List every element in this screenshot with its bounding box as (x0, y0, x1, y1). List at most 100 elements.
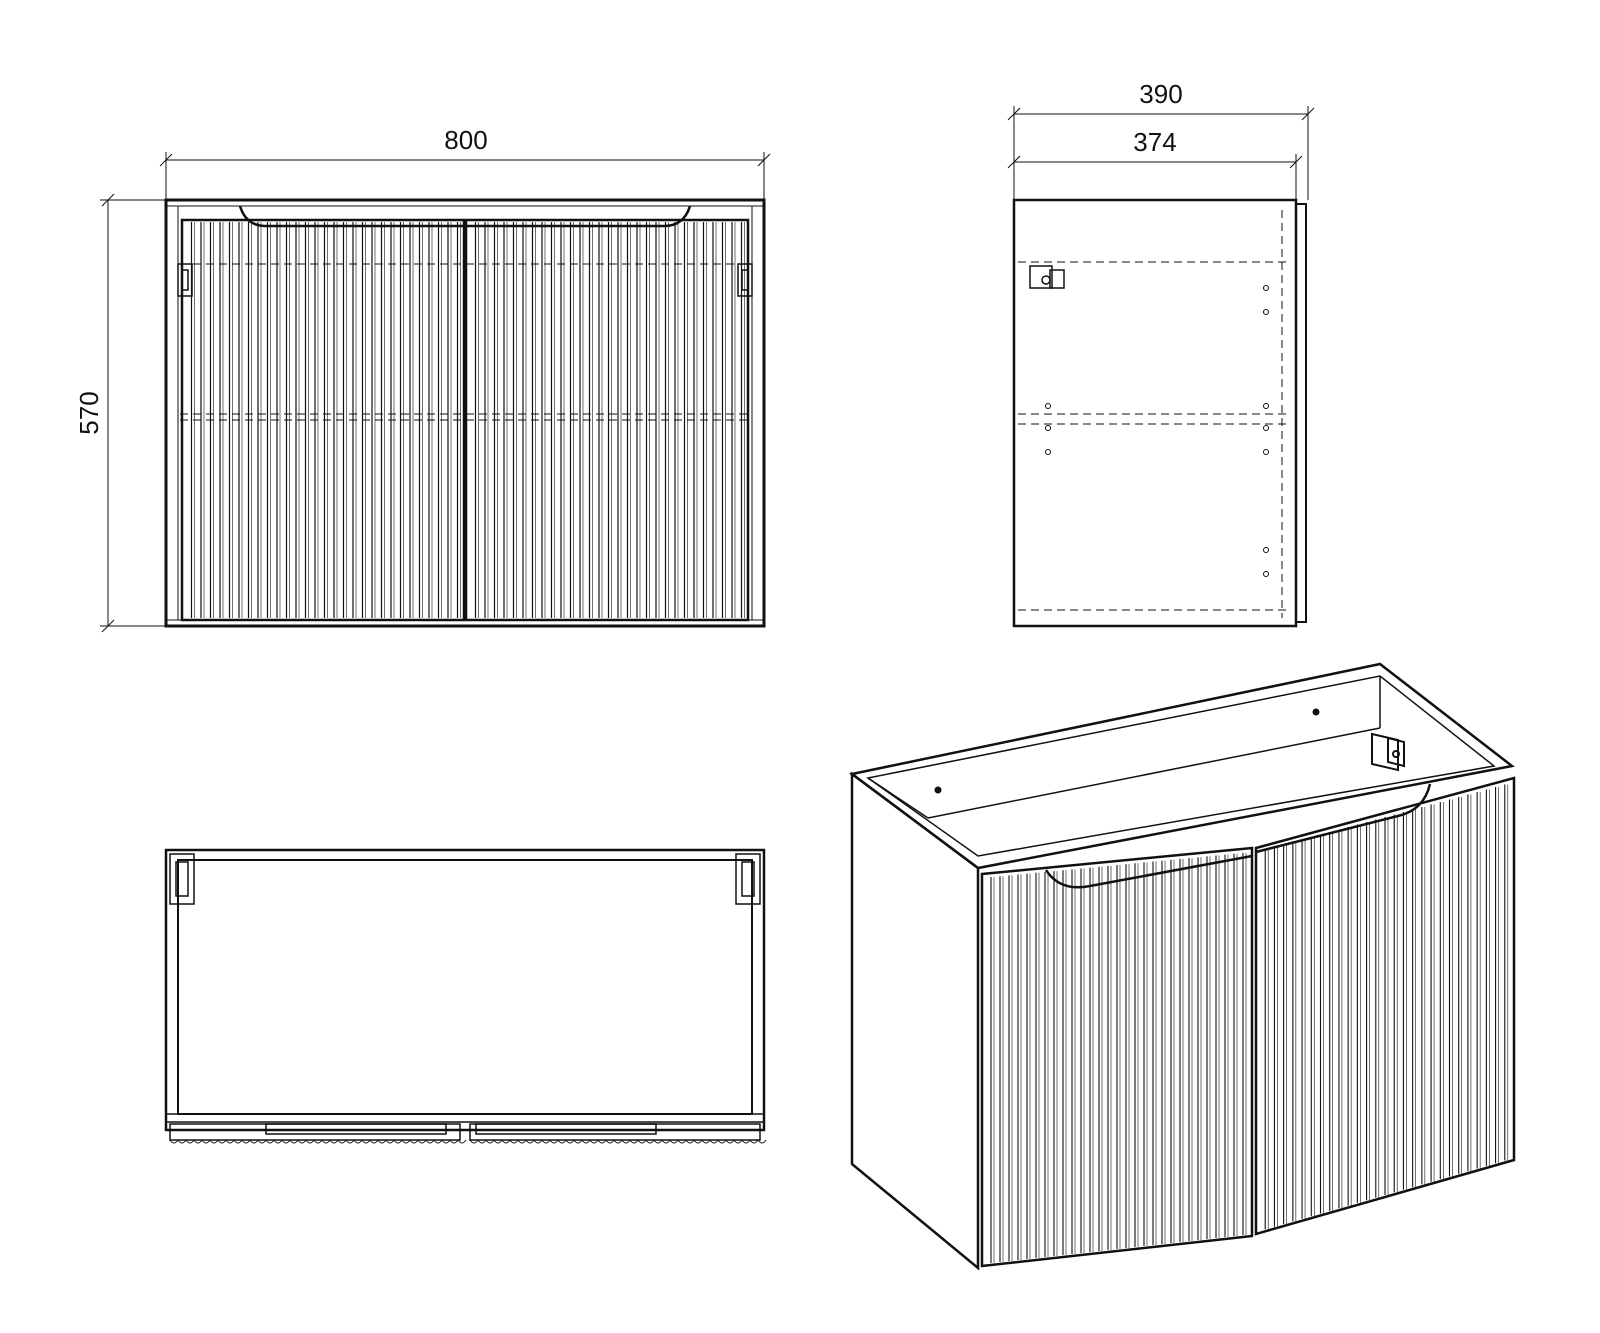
scallop-mark (185, 1139, 195, 1144)
side-holes (1045, 285, 1269, 577)
scallop-mark (477, 1139, 487, 1144)
front-width-label: 800 (444, 125, 487, 155)
isometric-view (849, 662, 1516, 1271)
front-cabinet-outline (164, 198, 766, 628)
scallop-mark (661, 1139, 671, 1144)
scallop-mark (169, 1139, 179, 1144)
hole-mark (1263, 547, 1269, 553)
hole-mark (1045, 403, 1051, 409)
right-hinge-icon (737, 263, 753, 297)
top-left-bracket-icon (169, 853, 195, 905)
top-view (164, 848, 767, 1144)
scallop-mark (597, 1139, 607, 1144)
scallop-mark (281, 1139, 291, 1144)
scallop-mark (685, 1139, 695, 1144)
scallop-mark (637, 1139, 647, 1144)
scallop-mark (225, 1139, 235, 1144)
scallop-mark (733, 1139, 743, 1144)
scallop-mark (241, 1139, 251, 1144)
scallop-mark (565, 1139, 575, 1144)
scallop-mark (717, 1139, 727, 1144)
scallop-mark (297, 1139, 307, 1144)
scallop-mark (517, 1139, 527, 1144)
scallop-mark (401, 1139, 411, 1144)
scallop-mark (645, 1139, 655, 1144)
scallop-mark (589, 1139, 599, 1144)
front-door-left (180, 218, 466, 622)
scallop-mark (605, 1139, 615, 1144)
scallop-mark (581, 1139, 591, 1144)
scallop-mark (345, 1139, 355, 1144)
iso-hole-right (1312, 708, 1320, 716)
iso-hole-left (934, 786, 942, 794)
scallop-mark (469, 1139, 479, 1144)
scallop-mark (329, 1139, 339, 1144)
top-cabinet-outline (164, 848, 766, 1132)
scallop-mark (441, 1139, 451, 1144)
scallop-mark (677, 1139, 687, 1144)
side-door-edge (1296, 203, 1307, 623)
side-bracket-icon (1029, 265, 1065, 289)
scallop-mark (709, 1139, 719, 1144)
scallop-mark (369, 1139, 379, 1144)
side-panel-outline (1012, 198, 1298, 628)
scallop-mark (385, 1139, 395, 1144)
scallop-mark (305, 1139, 315, 1144)
scallop-mark (353, 1139, 363, 1144)
scallop-mark (249, 1139, 259, 1144)
scallop-mark (433, 1139, 443, 1144)
front-view: 800 570 (74, 125, 771, 633)
side-body-depth-dimension (1007, 154, 1303, 200)
scallop-mark (493, 1139, 503, 1144)
scallop-mark (313, 1139, 323, 1144)
scallop-mark (629, 1139, 639, 1144)
iso-door-left (980, 846, 1254, 1268)
scallop-mark (273, 1139, 283, 1144)
scallop-mark (457, 1139, 467, 1144)
scallop-mark (321, 1139, 331, 1144)
hole-mark (1263, 425, 1269, 431)
hole-mark (1263, 571, 1269, 577)
front-height-label: 570 (74, 391, 104, 434)
scallop-mark (417, 1139, 427, 1144)
front-door-right (464, 218, 750, 622)
iso-bracket-icon (1371, 732, 1405, 772)
scallop-mark (289, 1139, 299, 1144)
scallop-mark (741, 1139, 751, 1144)
iso-side-panel (850, 771, 980, 1271)
scallop-mark (621, 1139, 631, 1144)
side-body-depth-label: 374 (1133, 127, 1176, 157)
scallop-mark (653, 1139, 663, 1144)
scallop-mark (485, 1139, 495, 1144)
hole-mark (1263, 449, 1269, 455)
scallop-mark (749, 1139, 759, 1144)
top-door-right (469, 1123, 767, 1144)
scallop-mark (377, 1139, 387, 1144)
scallop-mark (525, 1139, 535, 1144)
scallop-mark (177, 1139, 187, 1144)
hole-mark (1263, 285, 1269, 291)
scallop-mark (613, 1139, 623, 1144)
scallop-mark (501, 1139, 511, 1144)
scallop-mark (693, 1139, 703, 1144)
hole-mark (1263, 403, 1269, 409)
front-width-dimension (159, 152, 771, 200)
front-height-dimension (100, 193, 166, 633)
scallop-mark (549, 1139, 559, 1144)
side-view: 390 374 (1007, 79, 1315, 628)
hole-mark (1045, 449, 1051, 455)
scallop-mark (409, 1139, 419, 1144)
scallop-mark (233, 1139, 243, 1144)
scallop-mark (509, 1139, 519, 1144)
scallop-mark (541, 1139, 551, 1144)
scallop-mark (533, 1139, 543, 1144)
scallop-mark (217, 1139, 227, 1144)
scallop-mark (209, 1139, 219, 1144)
side-depth-label: 390 (1139, 79, 1182, 109)
iso-top-rim (849, 662, 1515, 870)
scallop-mark (701, 1139, 711, 1144)
scallop-mark (393, 1139, 403, 1144)
iso-door-right (1254, 776, 1516, 1236)
scallop-mark (337, 1139, 347, 1144)
